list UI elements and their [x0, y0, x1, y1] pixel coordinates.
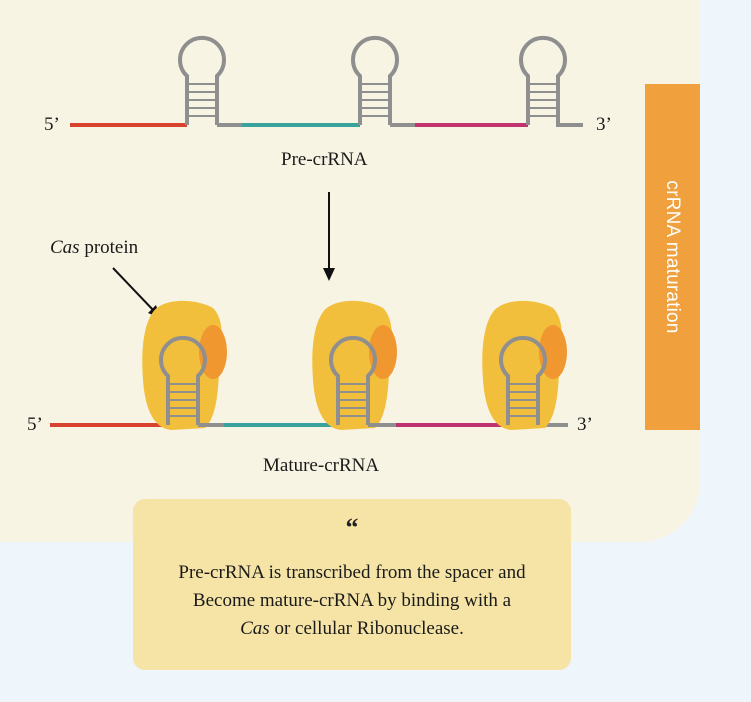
down-arrow-icon: [323, 192, 335, 281]
quote-mark-icon: “: [345, 513, 359, 542]
cas-complex: [312, 300, 397, 430]
cas-complex: [142, 300, 227, 430]
quote-card: “ Pre-crRNA is transcribed from the spac…: [133, 499, 571, 670]
cas-pointer-arrow-icon: [112, 267, 160, 318]
side-banner: [645, 84, 700, 430]
top-5prime-label: 5’: [44, 114, 60, 135]
cas-complex: [482, 300, 567, 430]
pre-crrna-label: Pre-crRNA: [281, 149, 368, 170]
hairpin-repeat: [178, 35, 242, 127]
hairpin-repeat: [519, 35, 567, 125]
hairpin-repeat: [351, 35, 415, 127]
cas-rest: protein: [79, 237, 139, 258]
pre-crrna-strand: [70, 35, 583, 127]
top-3prime-label: 3’: [596, 114, 612, 135]
cas-protein-label: Cas protein: [50, 237, 138, 259]
cas-protein-blob: [312, 300, 393, 430]
mature-crrna-label: Mature-crRNA: [263, 455, 380, 476]
quote-line-3: Cas or cellular Ribonuclease.: [133, 615, 571, 643]
tail-3prime: [556, 103, 583, 127]
quote-line-3-rest: or cellular Ribonuclease.: [269, 618, 464, 639]
cas-italic: Cas: [50, 237, 80, 258]
bottom-5prime-label: 5’: [27, 414, 43, 435]
mature-crrna-strand: [50, 300, 568, 430]
side-banner-label: crRNA maturation: [662, 180, 683, 334]
cas-protein-blob: [142, 300, 223, 430]
quote-text: Pre-crRNA is transcribed from the spacer…: [133, 559, 571, 643]
quote-line-1: Pre-crRNA is transcribed from the spacer…: [178, 562, 526, 583]
quote-cas-italic: Cas: [240, 618, 270, 639]
bottom-3prime-label: 3’: [577, 414, 593, 435]
quote-line-2: Become mature-crRNA by binding with a: [192, 590, 512, 611]
cas-protein-blob: [482, 300, 563, 430]
